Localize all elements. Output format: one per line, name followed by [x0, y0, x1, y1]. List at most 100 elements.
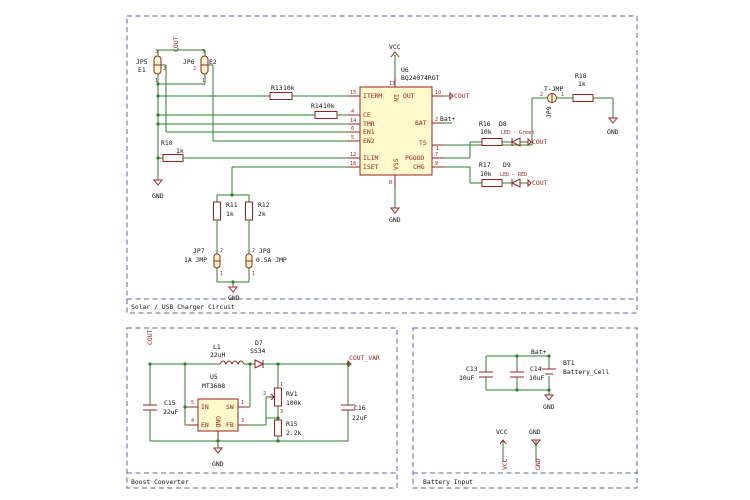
charger-frame — [126, 15, 638, 314]
svg-text:10k: 10k — [323, 102, 335, 110]
pin-iterm: ITERM — [363, 92, 382, 100]
svg-text:COUT_VAR: COUT_VAR — [349, 354, 380, 362]
pin-tmr: TMR — [363, 120, 375, 128]
r12-resistor: R12 2k — [245, 201, 270, 254]
svg-text:C16: C16 — [354, 404, 366, 412]
r15-resistor: R15 2.2k — [274, 419, 302, 441]
charger-sheet-title: Solar / USB Charger Circuit — [131, 303, 235, 311]
svg-text:7: 7 — [435, 152, 438, 158]
svg-text:FB: FB — [226, 421, 234, 429]
svg-text:22uH: 22uH — [210, 351, 226, 359]
vcc-symbol-u6: VCC — [389, 43, 401, 75]
u5-boost-ic: U5 MT3608 IN SW EN FB GND 5 4 1 3 — [188, 373, 248, 441]
svg-text:3: 3 — [202, 49, 205, 55]
svg-text:13: 13 — [389, 81, 395, 87]
svg-text:GND: GND — [152, 192, 164, 200]
svg-text:2k: 2k — [258, 210, 266, 218]
u5-body — [197, 398, 239, 432]
svg-text:R12: R12 — [258, 201, 270, 209]
svg-text:10uF: 10uF — [529, 374, 545, 382]
svg-text:E2: E2 — [209, 58, 217, 66]
svg-text:15: 15 — [350, 90, 356, 96]
boost-cout-input: COUT — [146, 329, 220, 405]
svg-text:10uF: 10uF — [459, 374, 475, 382]
charger-sheet: Solar / USB Charger Circuit — [126, 15, 638, 314]
svg-text:RV1: RV1 — [286, 390, 298, 398]
cout-var-net: COUT_VAR — [347, 354, 380, 369]
svg-text:C14: C14 — [530, 365, 542, 373]
u6-part: BQ24074RGT — [401, 74, 440, 82]
pin-vss: VSS — [392, 158, 400, 170]
r16-resistor: R16 10k — [444, 120, 503, 159]
svg-text:BT1: BT1 — [563, 359, 575, 367]
svg-text:SW: SW — [226, 403, 234, 411]
u6-charger-ic: U6 BQ24074RGT ITERM CE TMR EN1 EN2 ILIM … — [348, 66, 444, 187]
iset-network — [216, 166, 348, 202]
svg-text:COUT: COUT — [172, 36, 180, 52]
svg-text:1: 1 — [202, 78, 205, 84]
svg-text:2.2k: 2.2k — [286, 429, 302, 437]
svg-text:D7: D7 — [255, 339, 263, 347]
gnd-power-flag: GND GND — [529, 428, 542, 470]
svg-text:100k: 100k — [286, 399, 302, 407]
left-gnd-bus: GND — [152, 74, 164, 200]
pin-pgood: PGOOD — [405, 154, 424, 162]
svg-text:EN: EN — [201, 421, 209, 429]
svg-text:14: 14 — [350, 118, 356, 124]
svg-text:IN: IN — [201, 403, 209, 411]
rv1-potentiometer[interactable]: RV1 100k 1 2 3 — [263, 364, 302, 425]
svg-text:1: 1 — [280, 382, 283, 388]
svg-text:T-JMP: T-JMP — [544, 85, 563, 93]
svg-text:1k: 1k — [578, 80, 586, 88]
svg-text:0.5A JMP: 0.5A JMP — [256, 256, 287, 264]
d7-diode: D7 SS34 — [250, 339, 350, 369]
svg-text:2: 2 — [435, 117, 438, 123]
c16-capacitor: C16 22uF — [341, 364, 368, 441]
battery-sheet-title: Battery Input — [423, 478, 473, 486]
svg-text:R10: R10 — [161, 139, 173, 147]
svg-text:JP8: JP8 — [259, 247, 271, 255]
jp5-jumper[interactable]: JP5 E1 3 2 1 — [136, 49, 166, 84]
svg-text:5: 5 — [191, 400, 194, 406]
r18-resistor: R18 1k GND — [557, 72, 619, 136]
svg-text:R16: R16 — [479, 120, 491, 128]
svg-text:Battery_Cell: Battery_Cell — [563, 368, 609, 376]
svg-text:VCC: VCC — [496, 428, 508, 436]
svg-text:4: 4 — [191, 418, 194, 424]
l1-inductor: L1 22uH — [210, 343, 255, 366]
pin-iset: ISET — [363, 163, 379, 171]
svg-text:10k: 10k — [480, 170, 492, 178]
svg-text:3: 3 — [241, 418, 244, 424]
svg-text:E1: E1 — [138, 66, 146, 74]
battery-sheet: Battery Input — [412, 327, 638, 489]
svg-text:2: 2 — [193, 66, 196, 72]
svg-text:3: 3 — [280, 409, 283, 415]
boost-frame — [126, 327, 398, 489]
svg-text:22uF: 22uF — [163, 408, 179, 416]
svg-text:C15: C15 — [164, 399, 176, 407]
svg-text:1: 1 — [155, 78, 158, 84]
svg-text:GND: GND — [529, 428, 541, 436]
svg-text:R14: R14 — [311, 102, 323, 110]
svg-text:GND: GND — [607, 128, 619, 136]
svg-text:GND: GND — [543, 403, 555, 411]
svg-text:10: 10 — [435, 90, 441, 96]
svg-text:COUT: COUT — [532, 138, 548, 146]
d9-led-red: D9 LED - RED COUT — [500, 161, 548, 188]
svg-text:LED - Green: LED - Green — [501, 130, 534, 136]
svg-text:GND: GND — [214, 416, 222, 428]
svg-text:1: 1 — [241, 400, 244, 406]
jp-cout-net: COUT — [157, 36, 206, 56]
jp6-jumper[interactable]: JP6 E2 3 2 1 — [183, 49, 217, 84]
svg-text:COUT: COUT — [532, 179, 548, 187]
svg-text:Bat+: Bat+ — [531, 348, 547, 356]
svg-text:Bat+: Bat+ — [440, 115, 456, 123]
svg-text:1k: 1k — [226, 210, 234, 218]
svg-text:SS34: SS34 — [250, 347, 266, 355]
jp8-jumper[interactable]: JP8 0.5A JMP 2 1 — [245, 247, 287, 277]
svg-text:GND: GND — [534, 458, 542, 470]
boost-sheet-title: Boost Converter — [131, 478, 189, 486]
c15-capacitor: C15 22uF — [143, 399, 179, 441]
jp7-jumper[interactable]: JP7 1A JMP 2 1 — [184, 247, 223, 277]
